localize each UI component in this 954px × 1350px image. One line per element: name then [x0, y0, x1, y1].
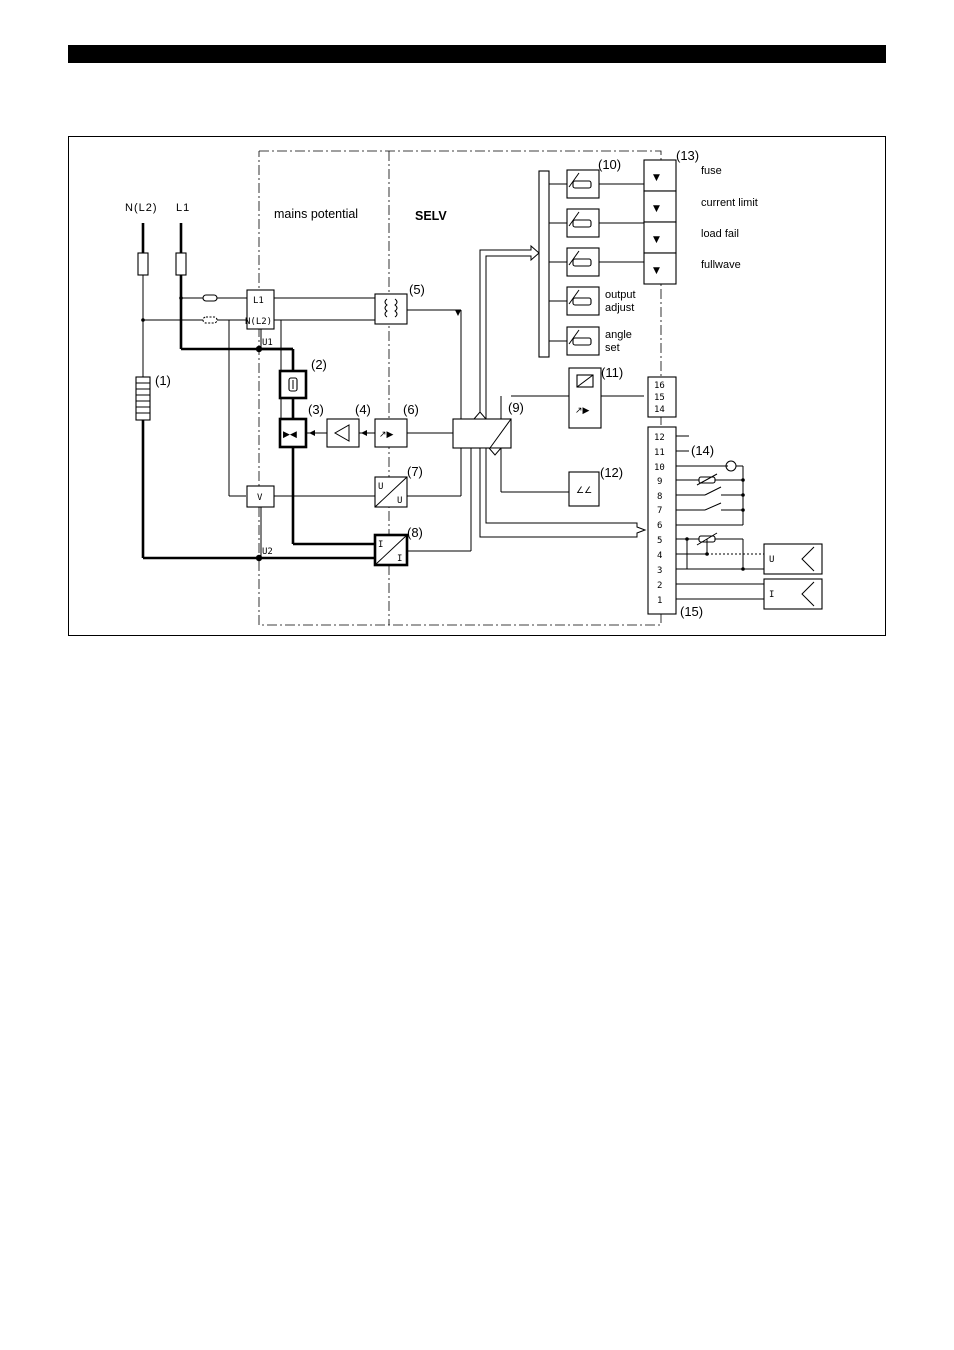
callout-7: (7): [407, 464, 423, 479]
led-label-fullwave: fullwave: [701, 259, 741, 271]
block-diagram: mains potential SELV N(L2) L1 L1 N(L: [68, 136, 886, 636]
callout-14: (14): [691, 443, 714, 458]
led-column: ▼ ▼ ▼ ▼: [644, 160, 676, 284]
current-converter-in: I: [378, 540, 383, 550]
header-bar: [68, 45, 886, 63]
terminal-7: 7: [657, 506, 662, 516]
callout-5: (5): [409, 282, 425, 297]
terminal-3: 3: [657, 566, 662, 576]
power-transformer: [375, 294, 407, 324]
terminal-11: 11: [654, 448, 665, 458]
callout-10: (10): [598, 157, 621, 172]
external-control-wiring: [676, 436, 764, 599]
pot-label-adjust: adjust: [605, 302, 634, 314]
terminal-6: 6: [657, 521, 662, 531]
phase-fuse: [176, 253, 186, 275]
callout-12: (12): [600, 465, 623, 480]
terminal-10: 10: [654, 463, 665, 473]
external-voltage-letter: U: [769, 555, 774, 565]
zone-label-selv: SELV: [415, 209, 447, 223]
callout-11: (11): [601, 365, 623, 380]
pot-bus-bar: [539, 171, 549, 357]
terminal-12: 12: [654, 433, 665, 443]
optocoupler-icon: ↗▶: [379, 430, 394, 440]
bus-arrow-to-leds: [480, 246, 539, 419]
terminal-8: 8: [657, 492, 662, 502]
node-u2-label: U2: [262, 547, 273, 557]
terminal-5: 5: [657, 536, 662, 546]
phase-label: L1: [176, 202, 190, 214]
supply-wiring: [138, 223, 375, 558]
terminal-l1-label: L1: [253, 296, 264, 306]
callout-4: (4): [355, 402, 371, 417]
voltage-converter-out: U: [397, 496, 402, 506]
svg-text:▼: ▼: [653, 204, 660, 214]
svg-text:▼: ▼: [653, 235, 660, 245]
pot-column: [549, 170, 644, 355]
callout-1: (1): [155, 373, 171, 388]
led-label-load-fail: load fail: [701, 228, 739, 240]
callout-2: (2): [311, 357, 327, 372]
led-label-fuse: fuse: [701, 165, 722, 177]
terminal-9: 9: [657, 477, 662, 487]
callout-6: (6): [403, 402, 419, 417]
relay-contact-icon: ↗▶: [575, 406, 590, 416]
relay-terminal-14: 14: [654, 405, 665, 415]
svg-text:▼: ▼: [653, 266, 660, 276]
neutral-label: N(L2): [125, 202, 158, 214]
callout-8: (8): [407, 525, 423, 540]
callout-9: (9): [508, 400, 524, 415]
callout-15: (15): [680, 604, 703, 619]
control-processor: [453, 419, 511, 448]
led-label-current-limit: current limit: [701, 197, 758, 209]
terminal-2: 2: [657, 581, 662, 591]
pot-label-angle: angle: [605, 329, 632, 341]
pot-label-set: set: [605, 342, 620, 354]
terminal-1: 1: [657, 596, 662, 606]
pulse-amplifier: [327, 419, 359, 447]
neutral-fuse: [138, 253, 148, 275]
zone-label-mains: mains potential: [274, 207, 358, 221]
external-current-letter: I: [769, 590, 774, 600]
callout-13: (13): [676, 148, 699, 163]
terminal-4: 4: [657, 551, 662, 561]
pot-label-output: output: [605, 289, 636, 301]
terminal-n-label: N(L2): [245, 317, 272, 327]
callout-3: (3): [308, 402, 324, 417]
svg-text:▼: ▼: [653, 173, 660, 183]
relay-terminal-16: 16: [654, 381, 665, 391]
voltage-converter-in: U: [378, 482, 383, 492]
relay-terminal-15: 15: [654, 393, 665, 403]
thyristor-icon: ▶◀: [283, 430, 297, 440]
voltage-sense-letter: V: [257, 493, 263, 503]
dip-switch-icon: ∠∠: [576, 486, 592, 496]
node-u1-label: U1: [262, 338, 273, 348]
current-converter-out: I: [397, 554, 402, 564]
